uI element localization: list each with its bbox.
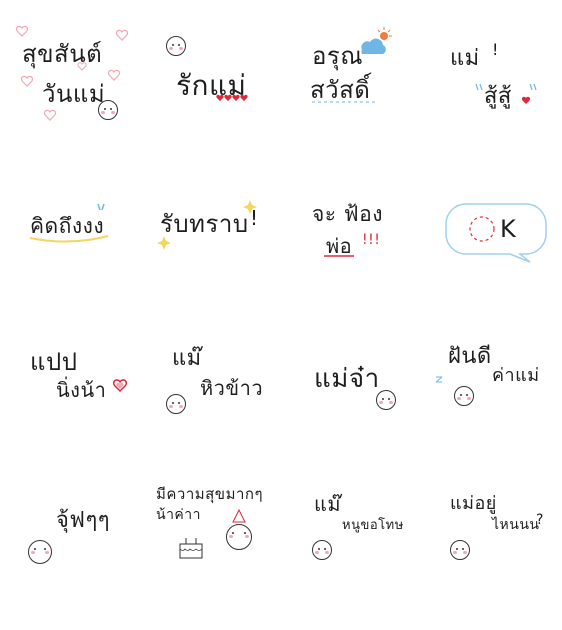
sticker-text-line-1: อรุณ [312, 42, 364, 70]
face-icon [28, 540, 52, 564]
sleep-icon [435, 376, 443, 383]
sticker-text-line-1: แม่จ๋า [314, 364, 380, 394]
sticker-happy-mothers-day[interactable]: สุขสันต์ วันแม่ [10, 20, 150, 170]
sticker-tell-dad[interactable]: จะ ฟ้อง พ่อ !!! [290, 180, 430, 330]
sticker-text-line-2: สวัสดิ์ [310, 76, 371, 104]
sticker-kisses[interactable]: จุ้ฟๆๆ [10, 480, 150, 630]
sticker-text-line-2: ค่าแม่ [492, 365, 540, 386]
sticker-ok[interactable]: K [430, 180, 562, 330]
sticker-wait-a-moment[interactable]: แปป นิ่งน้า [10, 330, 150, 480]
sticker-text-line-3: ? [536, 512, 544, 528]
speech-bubble-icon [445, 203, 547, 263]
face-icon [376, 390, 396, 410]
underline-decoration [324, 255, 354, 257]
heart-icon [112, 379, 128, 393]
face-icon [98, 100, 118, 120]
sticker-text-line-3: !!! [362, 232, 381, 248]
sticker-text-line-2: พ่อ [326, 234, 353, 258]
sticker-text-line-2: วันแม่ [42, 80, 106, 108]
sticker-text-line-1: แม๊ [172, 346, 202, 371]
sticker-text-line-2: ! [250, 206, 259, 230]
face-icon [454, 386, 474, 406]
sparkle-icon [157, 200, 257, 250]
heart-icon [15, 25, 129, 121]
sticker-text-line-1: จะ ฟ้อง [312, 202, 383, 226]
sticker-text-line-1: มีความสุขมากๆ [156, 485, 264, 503]
sticker-text-line-1: แม่อยู่ [450, 493, 497, 514]
sticker-text-line-1: คิดถึงงง [30, 214, 105, 238]
sticker-text-line-1: แม๊ [314, 492, 342, 516]
cake-icon [179, 508, 246, 559]
sticker-good-night-mom[interactable]: ฝันดี ค่าแม่ [430, 330, 562, 480]
sticker-acknowledged[interactable]: รับทราบ ! [150, 180, 290, 330]
sticker-text-line-1: แปป [30, 348, 78, 376]
sticker-mom-fight[interactable]: แม่ ! สู้สู้ [430, 20, 562, 170]
sticker-text-line-3: สู้สู้ [484, 84, 512, 109]
sticker-text-line-1: จุ้ฟๆๆ [56, 508, 111, 533]
sticker-text-line-2: นิ่งน้า [56, 378, 107, 402]
sticker-text-line-2: หิวข้าว [200, 376, 264, 400]
sticker-very-happy[interactable]: มีความสุขมากๆ น้าค่าา [150, 480, 290, 630]
sticker-text-line-1: สุขสันต์ [22, 40, 103, 68]
sticker-text-line-2: น้าค่าา [156, 507, 202, 523]
sticker-where-is-mom[interactable]: แม่อยู่ ไหนนน ? [430, 480, 562, 630]
sticker-text-line-1: รับทราบ [160, 210, 249, 238]
heart-icon [475, 83, 537, 104]
sticker-text-line-1: ฝันดี [448, 344, 492, 369]
face-icon [226, 524, 252, 550]
face-icon [450, 540, 470, 560]
sticker-mom-hungry[interactable]: แม๊ หิวข้าว [150, 330, 290, 480]
sticker-text-line-2: ! [492, 40, 499, 59]
hearts-icon [216, 94, 248, 101]
sticker-good-morning[interactable]: อรุณ สวัสดิ์ [290, 20, 430, 170]
sticker-love-mom[interactable]: รักแม่ [150, 20, 290, 170]
sticker-mom-sorry[interactable]: แม๊ หนูขอโทษ [290, 480, 430, 630]
sticker-text-line-1: แม่ [450, 46, 480, 71]
face-icon [166, 36, 186, 56]
sticker-mommy[interactable]: แม่จ๋า [290, 330, 430, 480]
sticker-text-line-2: หนูขอโทษ [342, 518, 404, 533]
cloud-sun-icon [312, 27, 392, 103]
sticker-sheet: สุขสันต์ วันแม่ รักแม่ อรุณ สวัสดิ์ [10, 20, 562, 564]
face-icon [312, 540, 332, 560]
sticker-text-line-1: K [500, 215, 517, 243]
sparkle-icon [29, 203, 109, 243]
sticker-miss-you[interactable]: คิดถึงงง [10, 180, 150, 330]
sticker-text-line-2: ไหนนน [492, 517, 540, 533]
face-icon [166, 394, 186, 414]
